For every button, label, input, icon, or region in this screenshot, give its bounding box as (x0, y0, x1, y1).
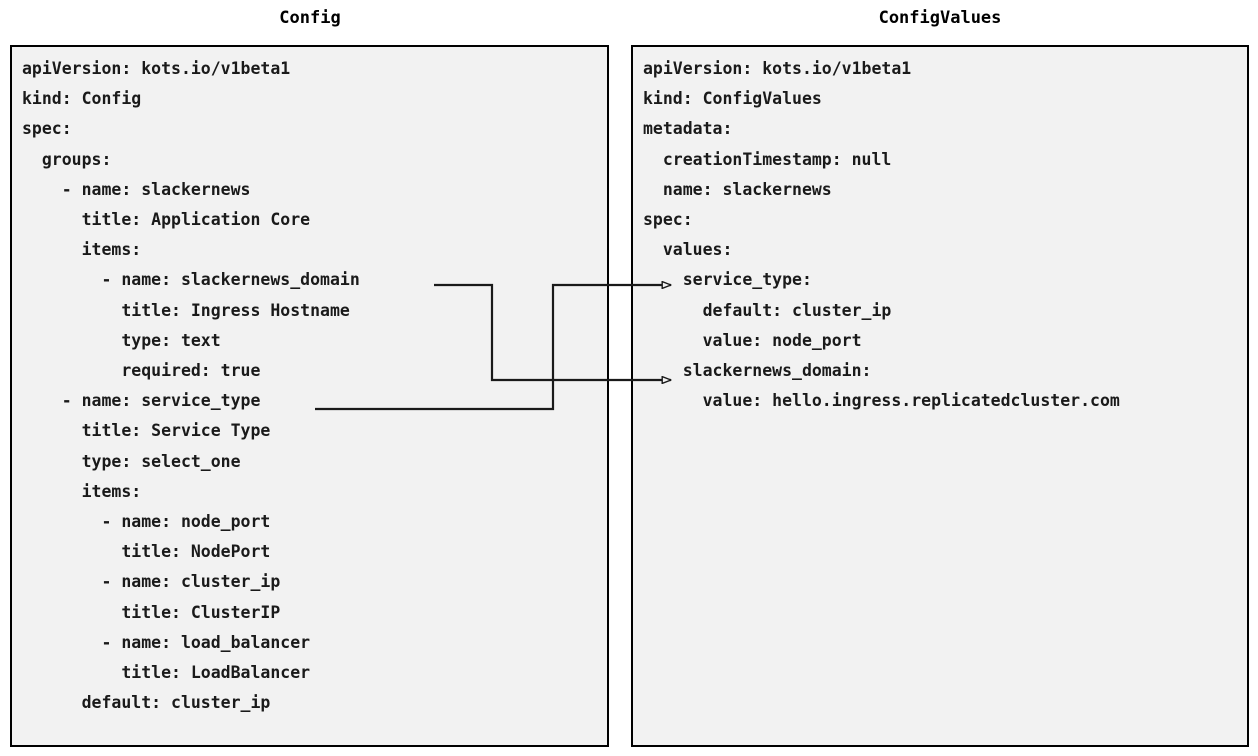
config-yaml-line: - name: node_port (22, 512, 271, 531)
config-yaml-line: title: LoadBalancer (22, 663, 311, 682)
configvalues-yaml-line: slackernews_domain: (643, 361, 872, 380)
config-yaml-line: title: Service Type (22, 421, 271, 441)
configvalues-yaml-line: metadata: (643, 119, 733, 139)
configvalues-yaml-line: value: node_port (643, 330, 862, 350)
configvalues-yaml-line: value: hello.ingress.replicatedcluster.c… (643, 391, 1120, 411)
config-panel: apiVersion: kots.io/v1beta1 kind: Config s… (10, 45, 609, 747)
configvalues-yaml-line: spec: (643, 210, 693, 229)
configvalues-yaml-line: apiVersion: kots.io/v1beta1 (643, 59, 912, 78)
config-yaml-line: title: Ingress Hostname (22, 300, 350, 320)
config-yaml-line: items: (22, 481, 142, 501)
config-yaml-line: type: select_one (22, 451, 241, 471)
config-yaml-line: groups: (22, 149, 112, 169)
config-yaml-line: - name: service_type (22, 391, 261, 411)
config-yaml-line: required: true (22, 361, 261, 380)
config-yaml-line: spec: (22, 119, 72, 139)
config-yaml-line: - name: cluster_ip (22, 572, 281, 592)
config-yaml-line: apiVersion: kots.io/v1beta1 (22, 59, 291, 78)
configvalues-panel: apiVersion: kots.io/v1beta1 kind: ConfigV… (631, 45, 1249, 747)
config-yaml-line: default: cluster_ip (22, 693, 271, 713)
configvalues-yaml-line: values: (643, 240, 733, 260)
config-yaml-line: kind: Config (22, 89, 142, 109)
configvalues-yaml-line: service_type: (643, 270, 812, 290)
config-yaml-line: - name: slackernews (22, 179, 251, 199)
config-yaml-line: items: (22, 240, 142, 260)
configvalues-yaml-line: creationTimestamp: null (643, 149, 892, 169)
config-yaml-line: type: text (22, 330, 221, 350)
panel-title-config: Config (279, 8, 341, 28)
config-yaml-line: - name: load_balancer (22, 632, 311, 652)
configvalues-yaml-line: kind: ConfigValues (643, 89, 822, 109)
panel-title-configvalues: ConfigValues (878, 8, 1002, 28)
configvalues-yaml-line: default: cluster_ip (643, 300, 892, 320)
config-yaml-line: - name: slackernews_domain (22, 270, 360, 290)
config-yaml-line: title: NodePort (22, 542, 271, 562)
config-yaml-line: title: Application Core (22, 210, 311, 229)
configvalues-yaml-line: name: slackernews (643, 179, 832, 199)
config-yaml-line: title: ClusterIP (22, 602, 281, 622)
